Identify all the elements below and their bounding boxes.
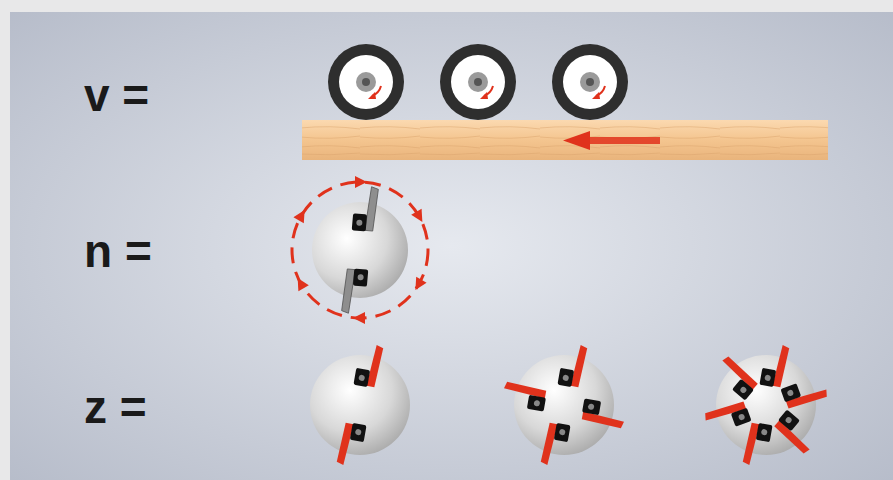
feed-rollers <box>302 44 828 160</box>
variable-label: n = <box>84 228 152 274</box>
rotating-cutter <box>292 176 428 324</box>
variable-label: v = <box>84 72 149 118</box>
panel <box>10 12 893 480</box>
cutter-4-knives <box>501 342 627 468</box>
variable-label: z = <box>84 384 147 430</box>
cutter-2-knives <box>310 342 410 468</box>
cutter-6-knives <box>703 342 828 468</box>
